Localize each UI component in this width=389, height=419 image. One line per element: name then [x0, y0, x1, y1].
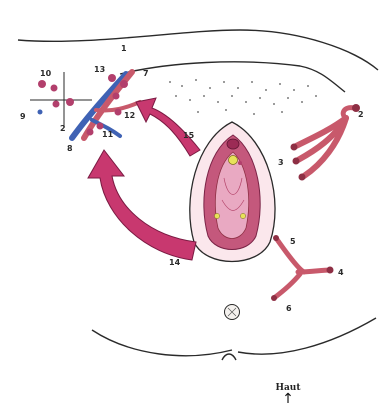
label-2-right: 2 — [358, 110, 364, 119]
label-4: 4 — [338, 268, 344, 277]
lymph-node — [113, 93, 120, 100]
gland-dot-right — [240, 213, 245, 218]
label-3: 3 — [278, 158, 284, 167]
orientation-indicator: Haut ↑ — [270, 383, 306, 405]
abdomen-fold — [120, 62, 345, 92]
anus — [225, 305, 240, 320]
lymph-node — [53, 101, 60, 108]
lymph-node — [66, 98, 74, 106]
left-vascular-bundle — [30, 72, 140, 138]
label-13: 13 — [94, 65, 105, 74]
flap-arrow-14 — [88, 150, 196, 260]
lymph-node — [51, 85, 58, 92]
perineal-line — [222, 354, 236, 360]
right-thigh-contour — [238, 318, 376, 354]
lymph-node — [115, 109, 122, 116]
right-lower-artery — [271, 235, 334, 301]
lymph-node — [97, 123, 104, 130]
left-thigh-contour — [92, 330, 232, 356]
up-arrow-icon: ↑ — [270, 393, 306, 405]
vulva — [190, 122, 275, 262]
mons-stipple — [169, 79, 317, 115]
label-6: 6 — [286, 304, 292, 313]
lymph-node — [38, 80, 46, 88]
label-5: 5 — [290, 237, 296, 246]
label-15: 15 — [183, 131, 195, 140]
small-gland-dot — [238, 161, 242, 165]
label-9: 9 — [20, 112, 26, 121]
lymph-node — [120, 80, 128, 88]
label-2-left: 2 — [60, 124, 66, 133]
right-upper-artery — [291, 104, 361, 181]
label-12: 12 — [124, 111, 135, 120]
gland-dot-left — [214, 213, 219, 218]
lymph-node — [108, 74, 116, 82]
clitoris — [227, 139, 239, 149]
label-8: 8 — [67, 144, 73, 153]
label-14: 14 — [169, 258, 181, 267]
label-10: 10 — [40, 69, 52, 78]
upper-contour — [18, 30, 378, 70]
vessel-stump — [38, 110, 43, 115]
lymph-node — [87, 129, 94, 136]
flap-arrow-15 — [136, 98, 200, 156]
label-11: 11 — [102, 130, 114, 139]
label-7: 7 — [143, 69, 149, 78]
urethral-meatus — [229, 156, 238, 165]
label-1: 1 — [121, 44, 127, 53]
